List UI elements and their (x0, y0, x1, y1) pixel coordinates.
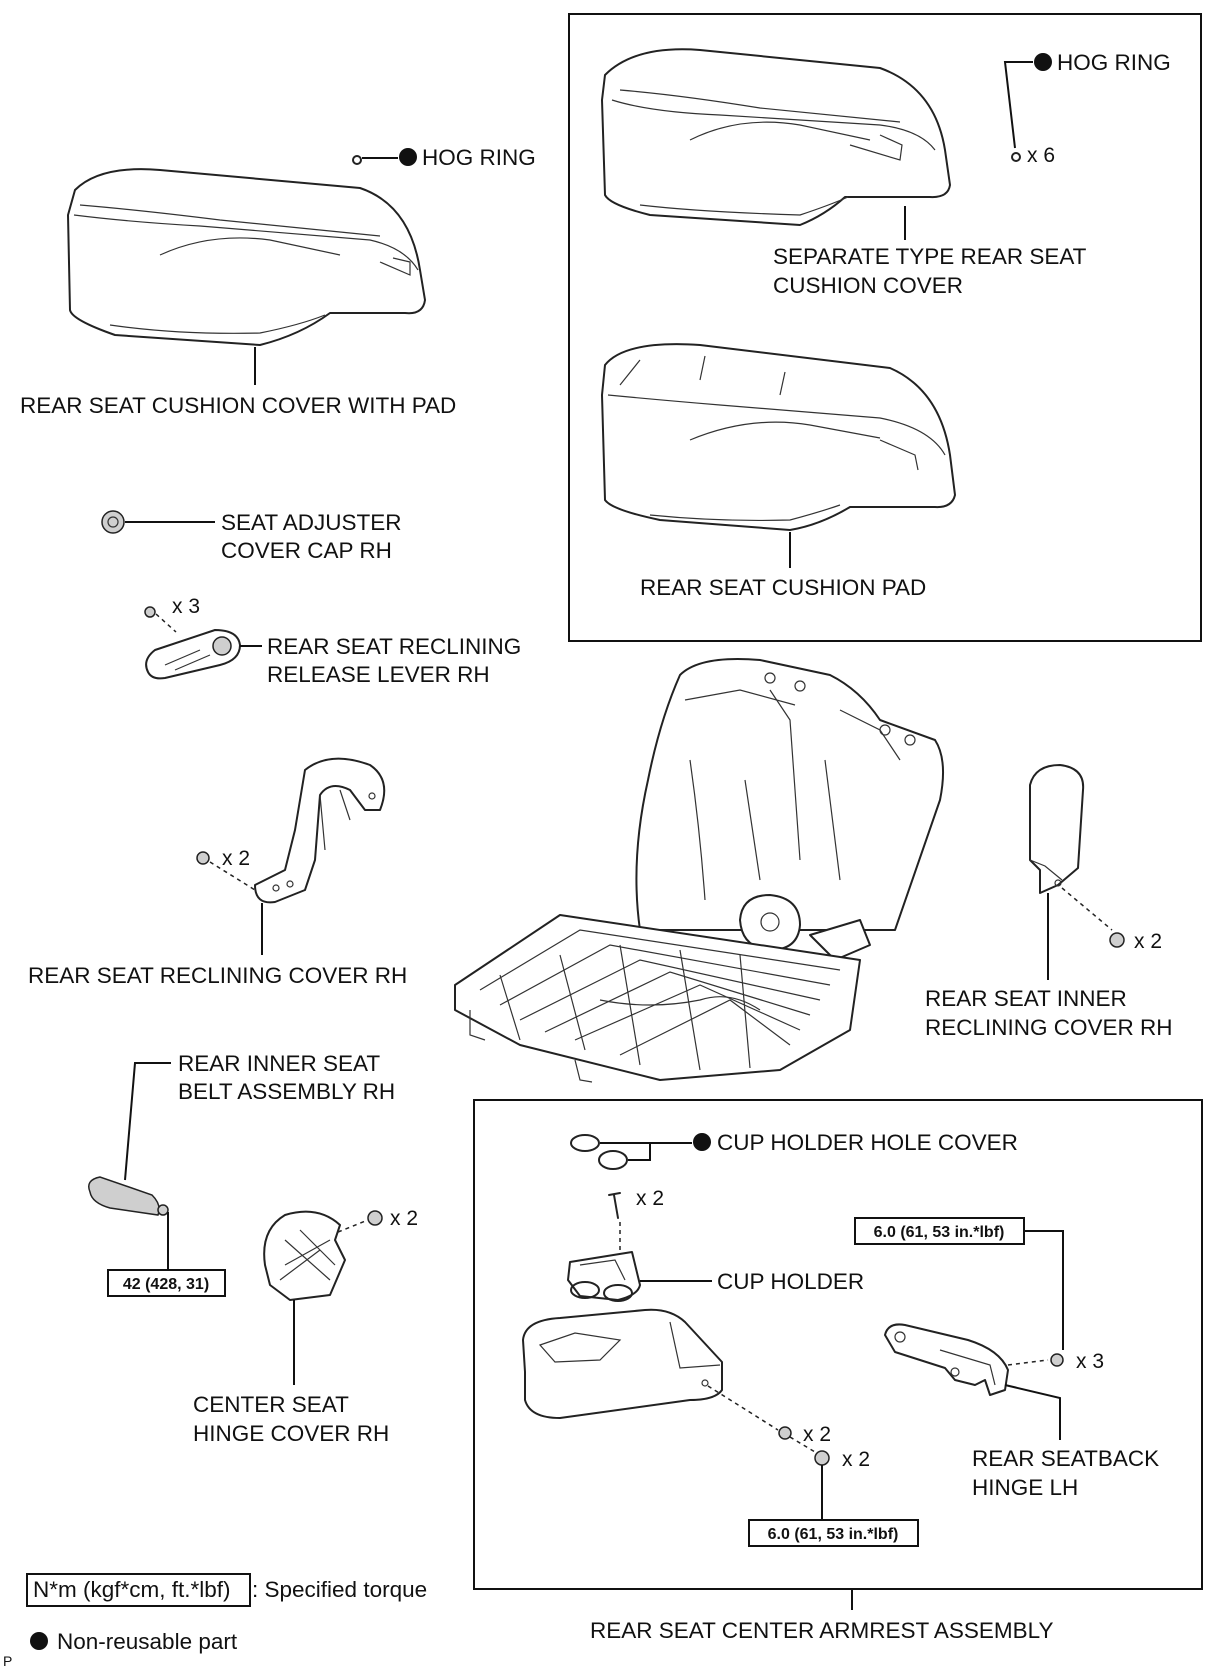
armrest-qty-b: x 2 (842, 1448, 870, 1471)
hinge-cover-label-1: CENTER SEAT (193, 1392, 349, 1417)
reclining-cover-qty: x 2 (222, 847, 250, 870)
hog-ring-icon (352, 155, 362, 165)
reclining-cover-label: REAR SEAT RECLINING COVER RH (28, 963, 407, 988)
legend-torque-text: : Specified torque (252, 1577, 427, 1602)
bolt-icon (157, 1204, 169, 1216)
nonreusable-mark-icon (1034, 53, 1052, 71)
seat-frame-assembly (454, 658, 945, 1083)
cup-holder-label: CUP HOLDER (717, 1269, 864, 1294)
inner-reclining-cover-rh (1029, 764, 1125, 948)
hog-ring-right (1003, 53, 1052, 162)
separate-type-inset-box (568, 13, 1202, 642)
inner-reclining-label-2: RECLINING COVER RH (925, 1015, 1173, 1040)
nut-icon (1050, 1353, 1064, 1367)
cushion-cover-with-pad-label: REAR SEAT CUSHION COVER WITH PAD (20, 393, 456, 418)
release-lever-label-2: RELEASE LEVER RH (267, 662, 490, 687)
bolt-icon (814, 1450, 830, 1466)
rear-seatback-hinge-lh (884, 1323, 1064, 1396)
inner-reclining-label-1: REAR SEAT INNER (925, 986, 1127, 1011)
separate-cover-label-1: SEPARATE TYPE REAR SEAT (773, 244, 1087, 269)
center-seat-hinge-cover (263, 1210, 383, 1301)
nonreusable-mark-icon (693, 1133, 711, 1151)
seat-belt-label-1: REAR INNER SEAT (178, 1051, 380, 1076)
inner-reclining-qty: x 2 (1134, 930, 1162, 953)
hinge-cover-label-2: HINGE COVER RH (193, 1421, 389, 1446)
seatback-hinge-label-2: HINGE LH (972, 1475, 1078, 1500)
armrest-torque-value: 6.0 (61, 53 in.*lbf) (768, 1526, 899, 1543)
armrest-inset-box (473, 1099, 1203, 1590)
armrest-assembly-label: REAR SEAT CENTER ARMREST ASSEMBLY (590, 1618, 1053, 1643)
hog-ring-left-label: HOG RING (422, 145, 536, 170)
hinge-qty: x 3 (1076, 1350, 1104, 1373)
cup-hole-cover-label: CUP HOLDER HOLE COVER (717, 1130, 1018, 1155)
hog-ring-icon (1011, 152, 1021, 162)
screw-icon (367, 1210, 383, 1226)
screw-icon (1109, 932, 1125, 948)
hinge-torque-value: 6.0 (61, 53 in.*lbf) (874, 1224, 1005, 1241)
seatback-hinge-label-1: REAR SEATBACK (972, 1446, 1159, 1471)
armrest-body (522, 1308, 830, 1466)
seat-belt-buckle (88, 1176, 169, 1216)
hog-ring-left (352, 148, 417, 166)
hog-ring-right-label: HOG RING (1057, 50, 1171, 75)
separate-cover-label-2: CUSHION COVER (773, 273, 963, 298)
footer-marker: P (3, 1653, 12, 1668)
nut-icon (778, 1426, 792, 1440)
armrest-qty-a: x 2 (803, 1423, 831, 1446)
seat-belt-label-2: BELT ASSEMBLY RH (178, 1079, 395, 1104)
nonreusable-mark-icon (399, 148, 417, 166)
cup-holder-hole-cover (570, 1133, 711, 1170)
adjuster-cap-label-2: COVER CAP RH (221, 538, 392, 563)
legend-torque-box-text: N*m (kgf*cm, ft.*lbf) (33, 1577, 231, 1602)
screw-icon (196, 851, 210, 865)
legend-torque-box (26, 1573, 251, 1607)
release-lever-label-1: REAR SEAT RECLINING (267, 634, 521, 659)
seat-adjuster-cover-cap (101, 510, 125, 534)
hog-ring-right-qty: x 6 (1027, 144, 1055, 167)
rear-seat-cushion-pad (601, 343, 956, 531)
cushion-pad-label: REAR SEAT CUSHION PAD (640, 575, 926, 600)
seat-belt-torque-value: 42 (428, 31) (123, 1276, 209, 1293)
hinge-cover-qty: x 2 (390, 1207, 418, 1230)
reclining-cover-rh (196, 757, 386, 904)
screw-icon (144, 606, 156, 618)
legend-nonreusable-text: Non-reusable part (57, 1629, 238, 1654)
release-lever-qty: x 3 (172, 595, 200, 618)
adjuster-cap-label-1: SEAT ADJUSTER (221, 510, 401, 535)
separate-type-cushion-cover (601, 48, 951, 226)
cup-holder-qty: x 2 (636, 1187, 664, 1210)
legend-nonreusable-icon (30, 1632, 48, 1650)
seat-belt-torque-box (107, 1269, 226, 1297)
rear-seat-cushion-cover-with-pad (67, 168, 426, 346)
cup-holder (567, 1192, 641, 1302)
armrest-torque-box (748, 1519, 919, 1547)
